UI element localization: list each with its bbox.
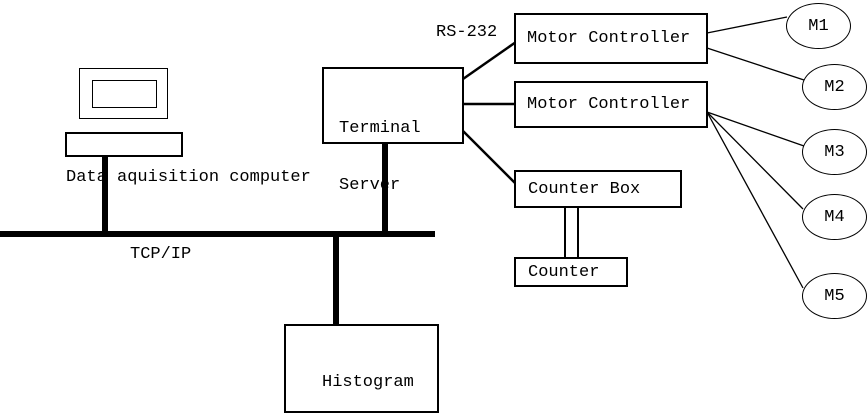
wire-mc2-to-m4	[706, 111, 804, 210]
counter-node: Counter	[514, 257, 628, 287]
wire-mc1-to-m2	[706, 47, 805, 81]
terminal-server-label-line1: Terminal	[339, 119, 421, 138]
tcpip-bus-label: TCP/IP	[130, 245, 192, 264]
rs232-link-label: RS-232	[436, 23, 498, 42]
counter-box-node: Counter Box	[514, 170, 682, 208]
computer-label: Data aquisition computer	[66, 168, 311, 187]
motor-node-m4: M4	[802, 194, 867, 240]
terminal-server-label-line2: Server	[339, 176, 401, 195]
computer-screen-icon	[92, 80, 157, 108]
motor-node-m1: M1	[786, 3, 851, 49]
motor-node-m3: M3	[802, 129, 867, 175]
rs232-link-to-motor-controller-1	[462, 40, 517, 81]
motor-controller-1-node: Motor Controller	[514, 13, 708, 64]
motor-m2-label: M2	[824, 77, 845, 97]
counter-label: Counter	[528, 262, 600, 282]
motor-m4-label: M4	[824, 207, 845, 227]
counter-box-label: Counter Box	[528, 179, 641, 199]
link-to-counter-box	[462, 130, 517, 185]
terminal-server-node: Terminal Server	[322, 67, 464, 195]
histogram-memory-label-line1: Histogram	[322, 373, 414, 392]
motor-m1-label: M1	[808, 16, 829, 36]
motor-m5-label: M5	[824, 286, 845, 306]
motor-controller-2-label: Motor Controller	[527, 95, 691, 114]
motor-node-m5: M5	[802, 273, 867, 319]
wire-mc2-to-m3	[706, 111, 805, 147]
motor-controller-1-label: Motor Controller	[527, 29, 691, 48]
wire-mc2-to-m5	[706, 111, 804, 289]
wire-mc1-to-m1	[706, 16, 788, 34]
computer-keyboard-icon	[65, 132, 183, 157]
motor-node-m2: M2	[802, 64, 867, 110]
motor-controller-2-node: Motor Controller	[514, 81, 708, 128]
histogram-memory-node: Histogram Memory	[284, 324, 439, 413]
motor-m3-label: M3	[824, 142, 845, 162]
